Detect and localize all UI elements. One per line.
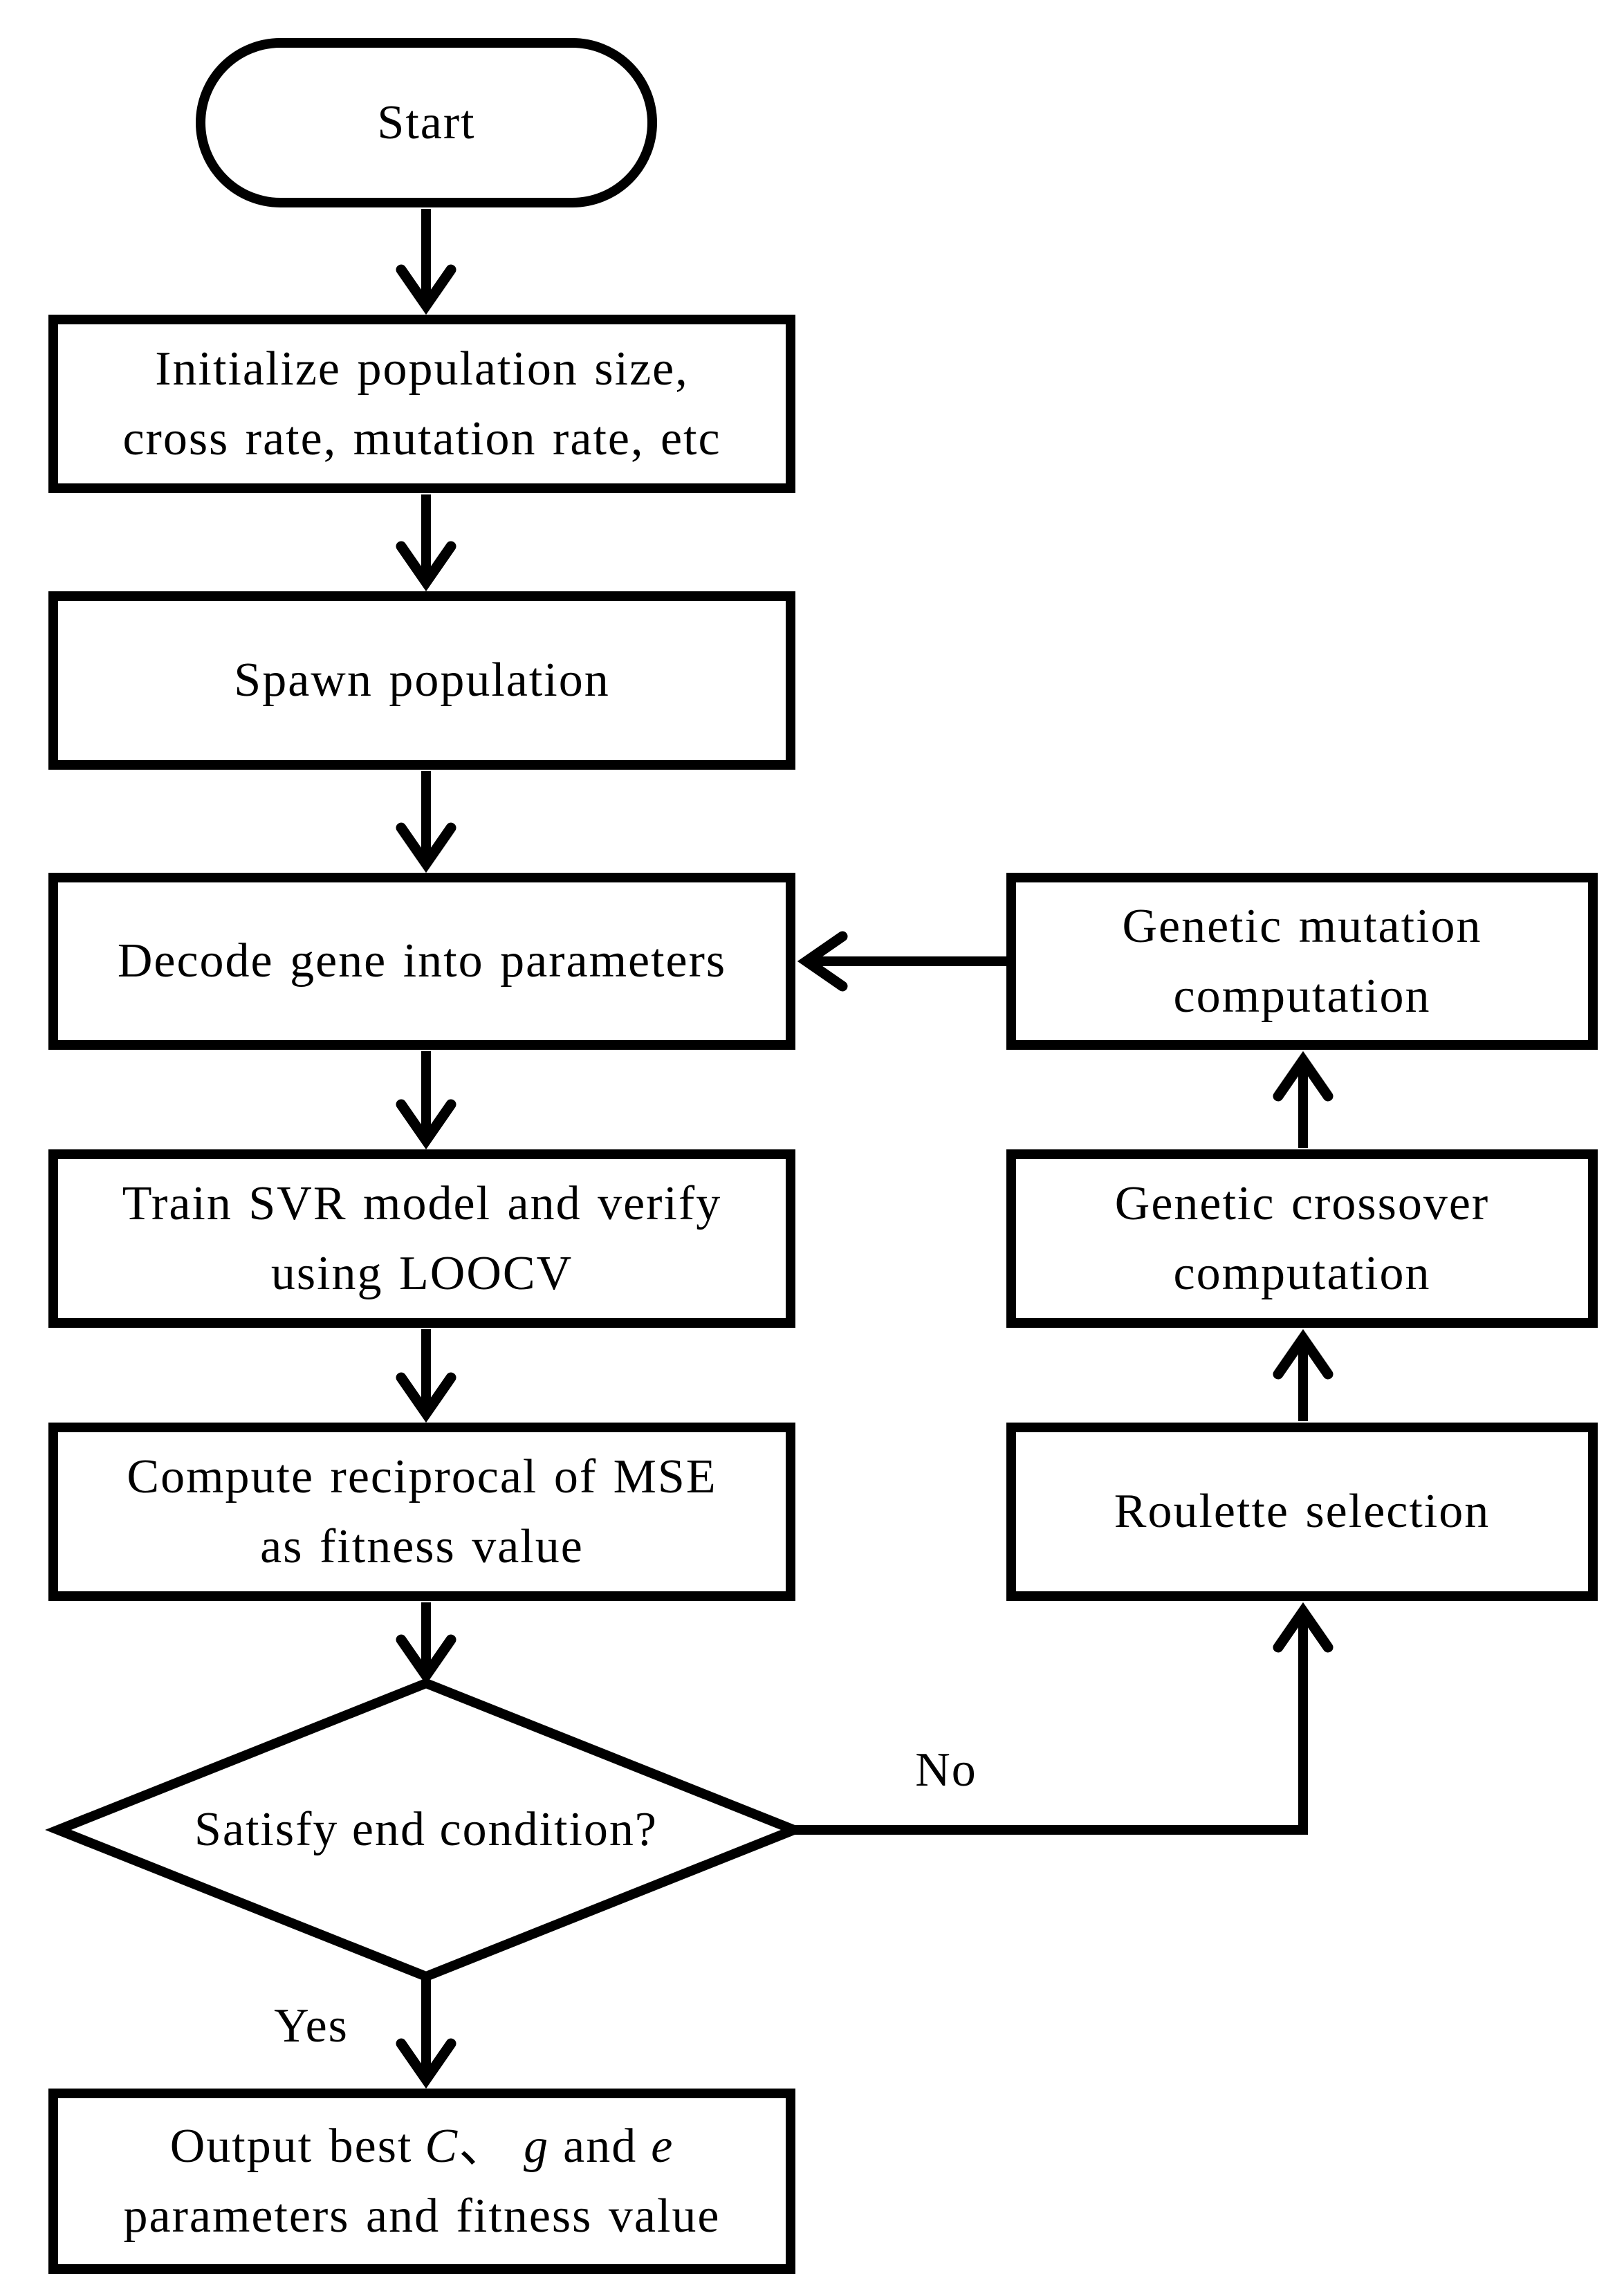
decision-diamond-shape xyxy=(45,1678,807,1982)
node-start: Start xyxy=(196,38,657,207)
node-genetic-crossover: Genetic crossover computation xyxy=(1006,1149,1598,1328)
node-output-line1: Output best C 、 g and e xyxy=(170,2111,674,2182)
node-genetic-mutation: Genetic mutation computation xyxy=(1006,873,1598,1050)
node-output-conjunction: and xyxy=(563,2119,638,2173)
node-compute-fitness: Compute reciprocal of MSE as fitness val… xyxy=(48,1423,795,1601)
node-spawn-population: Spawn population xyxy=(48,591,795,770)
node-compute-line1: Compute reciprocal of MSE xyxy=(127,1450,717,1503)
node-output-var-g: g xyxy=(524,2119,550,2173)
edge-label-yes: Yes xyxy=(274,1999,349,2053)
node-mutation-line2: computation xyxy=(1173,970,1431,1023)
node-train-line1: Train SVR model and verify xyxy=(122,1176,722,1230)
node-roulette-label: Roulette selection xyxy=(1114,1485,1491,1539)
edge-decision-roulette-no xyxy=(794,1602,1334,1835)
node-output-line2: parameters and fitness value xyxy=(123,2189,721,2243)
node-roulette-selection: Roulette selection xyxy=(1006,1423,1598,1601)
node-decision-label: Satisfy end condition? xyxy=(194,1803,658,1856)
node-decode-gene: Decode gene into parameters xyxy=(48,873,795,1050)
node-train-line2: using LOOCV xyxy=(270,1247,573,1300)
node-output-var-c: C xyxy=(425,2119,459,2173)
node-mutation-line1: Genetic mutation xyxy=(1122,899,1482,953)
node-initialize-line2: cross rate, mutation rate, etc xyxy=(122,412,721,465)
node-initialize-line1: Initialize population size, xyxy=(155,342,689,396)
node-crossover-line1: Genetic crossover xyxy=(1114,1176,1490,1230)
node-train-svr: Train SVR model and verify using LOOCV xyxy=(48,1149,795,1328)
node-decision-end-condition: Satisfy end condition? xyxy=(58,1683,794,1976)
node-output-var-e: e xyxy=(651,2119,674,2173)
node-start-label: Start xyxy=(377,95,476,149)
node-spawn-label: Spawn population xyxy=(234,654,610,707)
node-output-ideographic-comma: 、 xyxy=(459,2119,509,2173)
node-compute-line2: as fitness value xyxy=(260,1520,584,1573)
node-crossover-line2: computation xyxy=(1173,1247,1431,1300)
node-output-best-parameters: Output best C 、 g and e parameters and f… xyxy=(48,2089,795,2274)
edge-label-no: No xyxy=(915,1743,977,1797)
node-output-line1-prefix: Output best xyxy=(169,2119,413,2173)
node-decode-label: Decode gene into parameters xyxy=(117,934,727,988)
node-initialize-parameters: Initialize population size, cross rate, … xyxy=(48,315,795,493)
